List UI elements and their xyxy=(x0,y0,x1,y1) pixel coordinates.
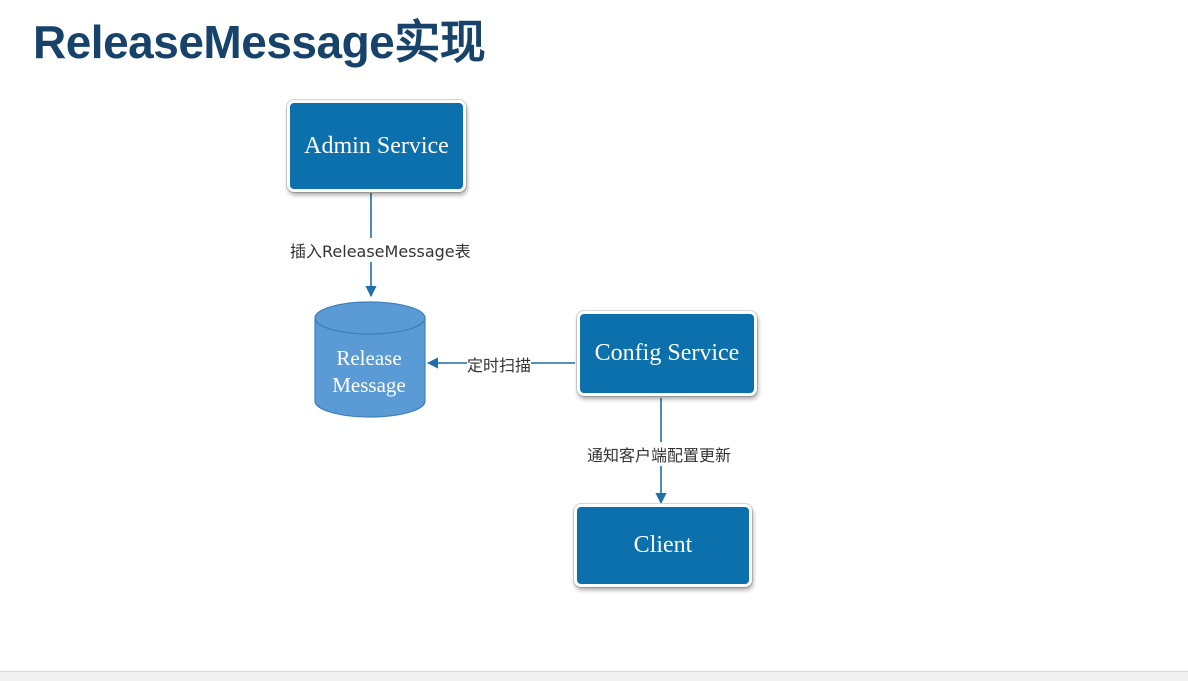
config-service-label: Config Service xyxy=(594,340,740,366)
config-service-node: Config Service xyxy=(577,311,757,396)
edge-label-scan: 定时扫描 xyxy=(467,352,532,376)
release-message-db-icon xyxy=(314,301,426,418)
client-label: Client xyxy=(633,532,693,558)
admin-service-node: Admin Service xyxy=(287,100,466,192)
release-message-node: Release Message xyxy=(312,345,426,399)
admin-service-label: Admin Service xyxy=(304,132,449,159)
client-node: Client xyxy=(574,504,752,587)
bottom-bar xyxy=(0,671,1188,681)
release-message-line2: Message xyxy=(332,373,406,397)
edge-label-notify: 通知客户端配置更新 xyxy=(587,442,732,466)
edge-label-insert: 插入ReleaseMessage表 xyxy=(290,238,471,262)
release-message-line1: Release xyxy=(336,346,402,370)
page-title: ReleaseMessage实现 xyxy=(33,16,486,68)
